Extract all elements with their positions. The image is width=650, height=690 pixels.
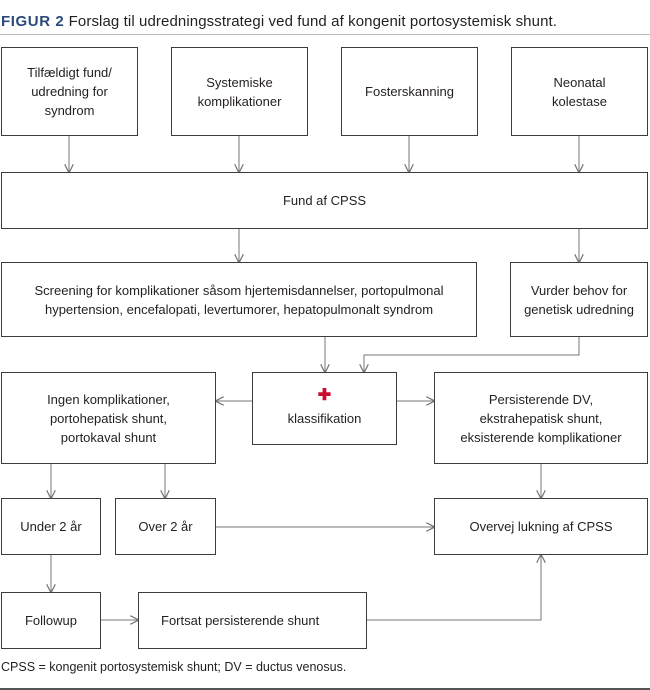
red-cross-icon: ✚ [317,387,332,404]
box-fortsat-persisterende-label: Fortsat persisterende shunt [161,613,320,628]
footnote: CPSS = kongenit portosystemisk shunt; DV… [1,660,347,674]
box-ingen-komplikationer-label: Ingen komplikationer, portohepatisk shun… [47,391,170,445]
box-screening-label: Screening for komplikationer såsom hjert… [34,282,444,317]
box-systemiske-komplikationer: Systemiske komplikationer [171,47,308,136]
box-over-2-aar: Over 2 år [115,498,216,555]
box-fund-af-cpss: Fund af CPSS [1,172,648,229]
box-fund-af-cpss-label: Fund af CPSS [282,193,367,208]
box-tilfaeldigt-fund-label: Tilfældigt fund/ udredning for syndrom [27,65,112,118]
box-under-2-aar: Under 2 år [1,498,101,555]
bottom-rule [0,688,650,690]
box-followup: Followup [1,592,101,649]
figure-title: FIGUR 2 Forslag til udredningsstrategi v… [1,13,557,30]
box-fortsat-persisterende: Fortsat persisterende shunt [138,592,367,649]
box-fosterskanning-label: Fosterskanning [365,84,454,99]
box-followup-label: Followup [24,613,78,628]
box-neonatal-kolestase-label: Neonatal kolestase [552,74,607,109]
box-persisterende-dv-label: Persisterende DV, ekstrahepatisk shunt, … [460,391,622,445]
box-persisterende-dv: Persisterende DV, ekstrahepatisk shunt, … [434,372,648,464]
box-klassifikation: ✚ klassifikation [252,372,397,445]
arrow-vurder-to-klassifikation [364,336,580,372]
box-neonatal-kolestase: Neonatal kolestase [511,47,648,136]
box-ingen-komplikationer: Ingen komplikationer, portohepatisk shun… [1,372,216,464]
box-overvej-lukning-label: Overvej lukning af CPSS [469,519,613,534]
box-vurder-behov: Vurder behov for genetisk udredning [510,262,648,337]
figure-caption: Forslag til udredningsstrategi ved fund … [68,13,558,30]
box-screening: Screening for komplikationer såsom hjert… [1,262,477,337]
box-vurder-behov-label: Vurder behov for genetisk udredning [524,282,634,317]
box-klassifikation-label: klassifikation [287,411,362,426]
box-under-2-aar-label: Under 2 år [20,519,82,534]
arrow-fortsat-to-overvej [366,555,541,621]
box-fosterskanning: Fosterskanning [341,47,478,136]
figure-label: FIGUR 2 [1,13,65,30]
box-tilfaeldigt-fund: Tilfældigt fund/ udredning for syndrom [1,47,138,136]
top-rule [0,34,650,35]
box-overvej-lukning: Overvej lukning af CPSS [434,498,648,555]
box-over-2-aar-label: Over 2 år [138,519,193,534]
box-systemiske-komplikationer-label: Systemiske komplikationer [197,74,282,109]
